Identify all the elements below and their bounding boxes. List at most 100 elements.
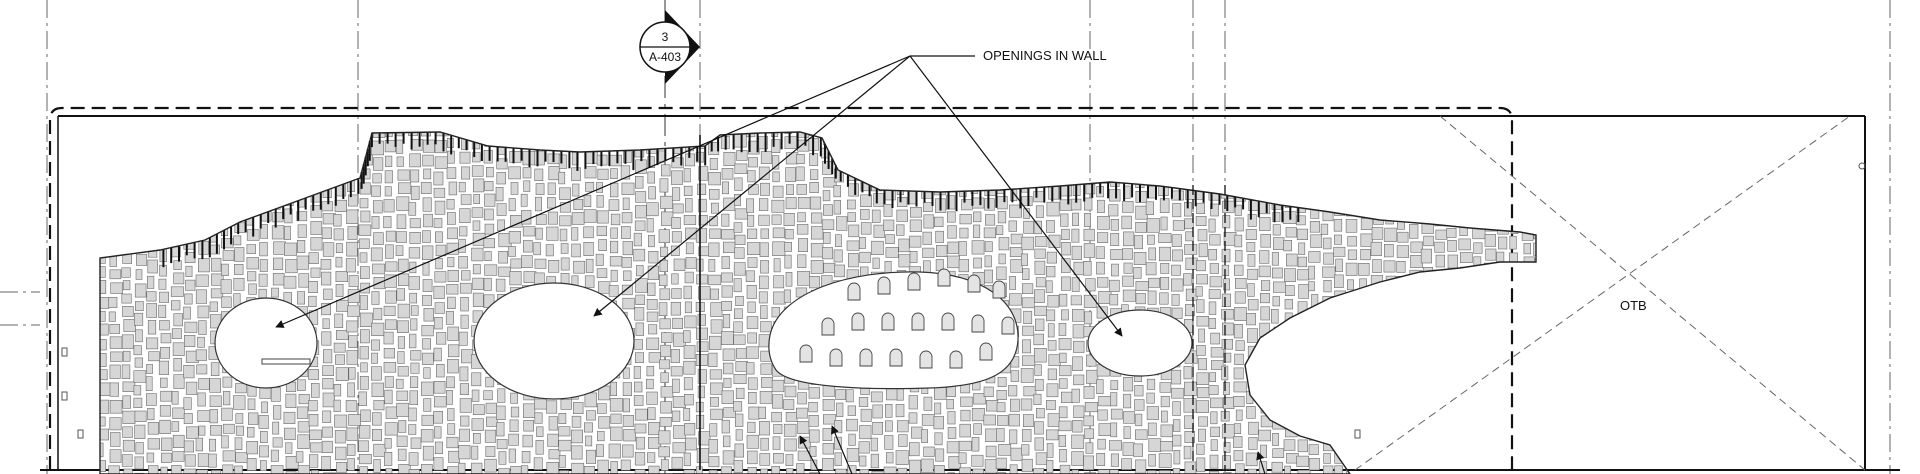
brick [434,156,448,169]
brick [1360,378,1372,389]
brick [434,316,443,330]
brick [1448,132,1461,137]
brick [860,209,870,220]
brick [1009,429,1018,445]
brick [1123,136,1133,150]
brick [748,184,759,195]
brick [548,137,562,151]
brick [1420,132,1430,139]
brick [972,132,982,136]
brick [198,182,208,196]
brick [683,215,697,225]
brick [485,376,495,388]
brick [1135,280,1149,291]
brick [109,449,122,463]
brick [209,395,222,407]
brick [985,428,998,442]
brick [1084,401,1098,413]
brick [859,251,871,263]
brick [797,139,810,152]
brick [496,439,508,450]
brick [558,412,567,424]
brick [1372,259,1382,273]
brick [721,419,730,434]
brick [297,224,307,238]
brick [795,166,805,181]
brick [810,459,818,471]
brick [1022,355,1036,366]
brick [1408,211,1419,222]
brick [1059,199,1073,211]
brick [836,216,848,231]
brick [1397,339,1405,353]
brick [1409,366,1419,377]
brick [548,449,561,460]
brick [1071,434,1085,449]
brick [234,437,243,450]
brick [134,456,144,470]
brick [735,121,746,132]
brick [659,318,671,330]
brick [134,185,143,197]
brick [609,398,623,412]
brick [1096,261,1105,275]
brick [1197,229,1208,242]
brick [1211,360,1224,370]
brick [1171,278,1184,292]
brick [648,186,656,200]
brick [110,351,123,362]
brick [771,199,785,213]
brick [410,362,420,374]
brick [1397,431,1405,442]
brick [871,209,881,223]
brick [1360,392,1371,407]
brick [259,386,272,399]
brick [1122,442,1135,456]
brick [359,182,371,195]
brick [647,407,656,421]
brick [284,427,296,440]
brick [1410,408,1421,422]
brick [1385,351,1393,364]
brick [121,223,132,234]
brick [271,225,285,240]
brick [311,469,319,474]
brick [160,214,173,228]
brick [1109,440,1122,451]
brick [283,411,296,425]
brick [1009,132,1023,137]
brick [1208,318,1216,329]
brick [1348,438,1358,450]
brick [1159,382,1172,393]
brick [1523,451,1535,465]
brick [1535,213,1536,224]
brick [159,320,170,331]
brick [396,214,407,230]
brick [1146,153,1160,167]
brick [134,169,146,184]
brick [1023,310,1033,324]
brick [372,173,382,184]
brick [308,369,319,380]
brick [685,257,697,269]
brick [546,226,559,241]
brick [197,410,211,423]
brick [1158,453,1172,468]
brick [947,151,955,162]
brick [484,251,492,261]
brick [197,453,210,467]
brick [171,421,180,432]
brick [1446,228,1457,238]
brick [772,171,780,183]
brick [1297,256,1307,268]
brick [459,208,471,223]
brick [1447,403,1455,415]
brick [472,132,481,134]
brick [585,435,593,447]
brick [548,166,561,181]
brick [896,209,908,222]
brick [984,459,998,474]
brick [371,428,382,441]
brick [1072,212,1080,226]
brick [1196,315,1210,327]
